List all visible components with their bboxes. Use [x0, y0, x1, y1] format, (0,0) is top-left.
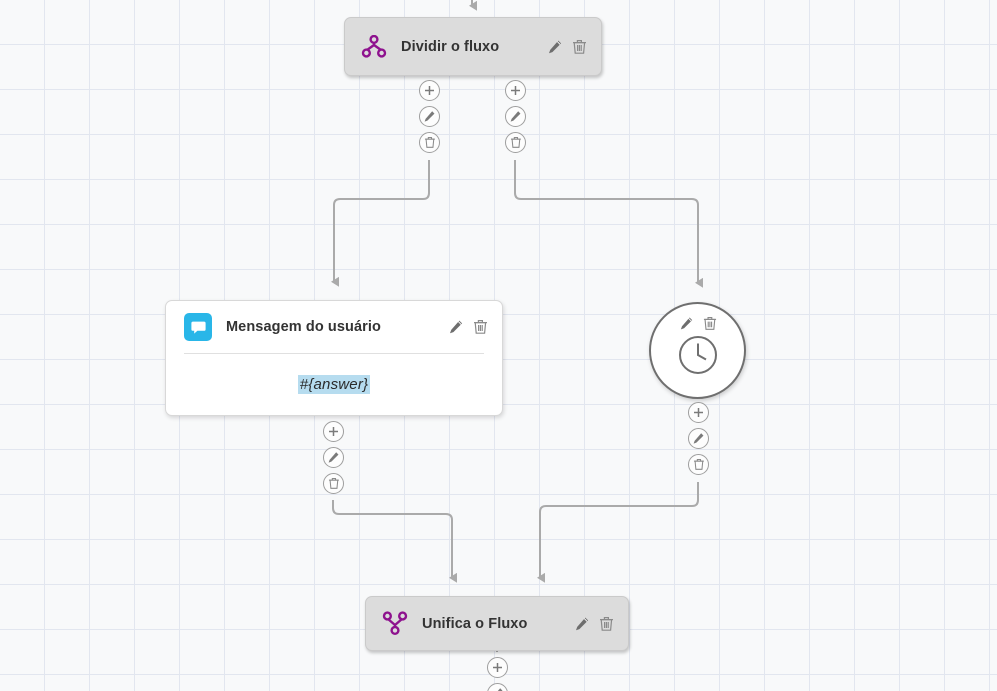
delete-icon[interactable] [419, 132, 440, 153]
edit-icon[interactable] [448, 319, 464, 335]
node-user-message-actions [432, 319, 488, 335]
merge-flow-icon [382, 610, 408, 637]
edge-split-to-message [331, 160, 430, 287]
edge-message-to-merge [332, 500, 457, 583]
edit-icon[interactable] [574, 616, 590, 632]
edit-icon[interactable] [688, 428, 709, 449]
delete-icon[interactable] [473, 319, 488, 335]
delete-icon[interactable] [599, 616, 614, 632]
connector-stack-split-left[interactable] [419, 80, 440, 153]
add-node-button[interactable] [323, 421, 344, 442]
delete-icon[interactable] [572, 39, 587, 55]
clock-icon [677, 334, 719, 381]
node-merge-flow[interactable]: Unifica o Fluxo [365, 596, 629, 651]
edit-icon[interactable] [487, 683, 508, 691]
node-user-message-body: #{answer} [166, 354, 502, 415]
node-split-header: Dividir o fluxo [345, 18, 601, 75]
delete-icon[interactable] [688, 454, 709, 475]
connector-stack-merge[interactable] [487, 657, 508, 691]
add-node-button[interactable] [487, 657, 508, 678]
edit-icon[interactable] [323, 447, 344, 468]
node-split-flow[interactable]: Dividir o fluxo [344, 17, 602, 76]
connector-stack-split-right[interactable] [505, 80, 526, 153]
delete-icon[interactable] [505, 132, 526, 153]
node-merge-actions [558, 616, 614, 632]
connector-stack-message[interactable] [323, 421, 344, 494]
connector-stack-timer[interactable] [688, 402, 709, 475]
node-merge-title: Unifica o Fluxo [422, 615, 528, 632]
edit-icon[interactable] [679, 316, 694, 331]
delete-icon[interactable] [323, 473, 344, 494]
add-node-button[interactable] [419, 80, 440, 101]
node-user-message-title: Mensagem do usuário [226, 319, 381, 335]
add-node-button[interactable] [505, 80, 526, 101]
message-variable-token[interactable]: #{answer} [297, 375, 371, 394]
node-split-title: Dividir o fluxo [401, 38, 500, 55]
edit-icon[interactable] [547, 39, 563, 55]
chat-bubble-icon [184, 313, 212, 341]
node-timer[interactable] [649, 302, 746, 399]
node-merge-header: Unifica o Fluxo [366, 597, 628, 650]
edit-icon[interactable] [419, 106, 440, 127]
delete-icon[interactable] [703, 316, 717, 331]
edit-icon[interactable] [505, 106, 526, 127]
add-node-button[interactable] [688, 402, 709, 423]
node-user-message-header: Mensagem do usuário [166, 301, 502, 353]
edge-split-to-timer [514, 160, 703, 288]
split-flow-icon [361, 34, 387, 59]
node-split-actions [531, 39, 587, 55]
node-divider [184, 353, 484, 354]
node-user-message[interactable]: Mensagem do usuário [165, 300, 503, 416]
node-timer-actions [679, 316, 717, 331]
edge-timer-to-merge [537, 482, 699, 583]
